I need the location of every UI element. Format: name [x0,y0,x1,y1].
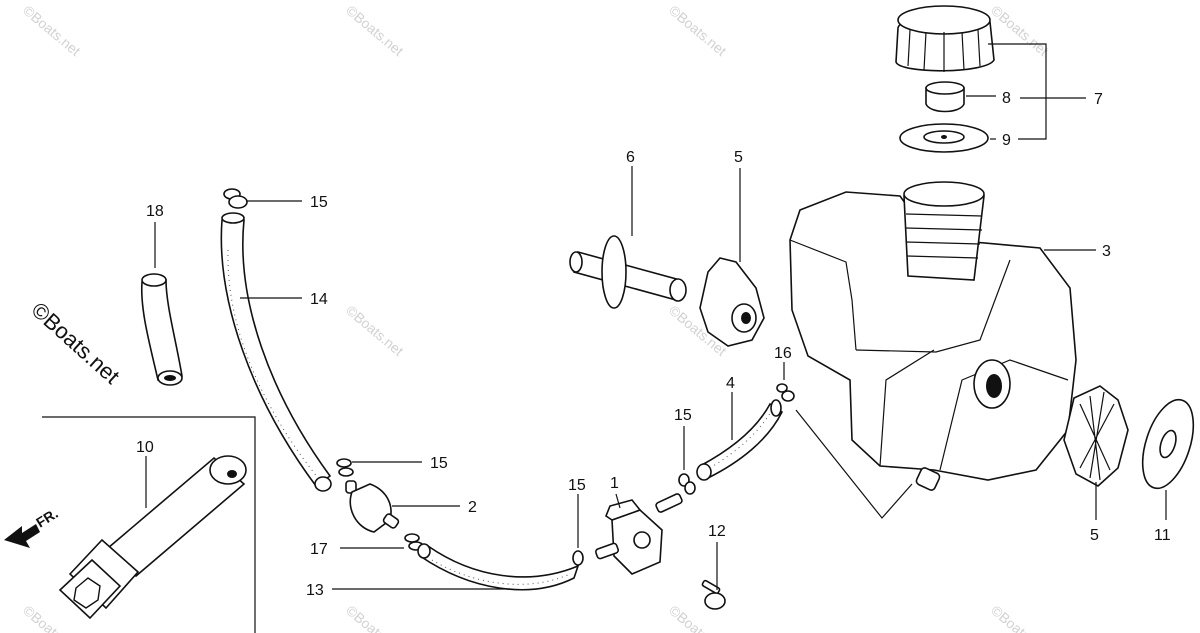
watermark-9: ©Boats.net [343,602,407,633]
clip-15-filter [336,458,354,477]
part-1-fuel-valve [594,493,683,575]
clip-15-top [223,188,248,209]
watermark-5: ©Boats.net [343,302,407,359]
part-3-tank [789,181,1077,491]
callout-15-hose4: 15 [674,407,692,424]
callout-7: 7 [1094,91,1103,108]
watermark-8: ©Boats.net [20,602,84,633]
clip-15-valve [572,550,584,566]
front-arrow: FR. [4,505,61,548]
part-4-hose [696,399,784,481]
part-7-cap [895,5,995,72]
watermark-4: ©Boats.net [988,2,1052,59]
part-11-washer [1141,398,1195,490]
leader-lines [145,43,1167,590]
outlet-leader [795,409,913,519]
callout-6: 6 [626,149,635,166]
part-5-cap-right [1063,385,1129,487]
callout-18: 18 [146,203,164,220]
callout-12: 12 [708,523,726,540]
brand-watermark: ©Boats.net [27,297,125,389]
part-2-filter [345,480,400,533]
part-12-bolt [701,579,726,610]
part-13-hose [417,543,580,591]
callout-5-mid: 5 [734,149,743,166]
callout-17: 17 [310,541,328,558]
callout-13: 13 [306,582,324,599]
watermark-2: ©Boats.net [343,2,407,59]
part-6-pipe [569,235,687,309]
part-16-clip [776,383,795,402]
part-14-hose [220,212,332,492]
callout-15-valve: 15 [568,477,586,494]
clip-15-hose4 [678,473,696,495]
callout-2: 2 [468,499,477,516]
callout-4: 4 [726,375,735,392]
callout-1: 1 [610,475,619,492]
callout-10: 10 [136,439,154,456]
watermark-3: ©Boats.net [666,2,730,59]
callout-5-right: 5 [1090,527,1099,544]
callout-11: 11 [1154,527,1171,544]
watermark-11: ©Boats.net [988,602,1052,633]
watermark-1: ©Boats.net [20,2,84,59]
part-9-washer [899,123,989,153]
callout-16: 16 [774,345,792,362]
part-8-filter [925,81,965,113]
callout-15-filter: 15 [430,455,448,472]
callout-8: 8 [1002,90,1011,107]
callout-9: 9 [1002,132,1011,149]
callout-14: 14 [310,291,328,308]
callouts: 1 2 3 4 5 5 6 7 8 9 10 11 12 13 14 15 15… [136,90,1171,599]
callout-15-top: 15 [310,194,328,211]
tool-box-border [42,416,256,633]
part-10-tool [58,455,247,620]
callout-3: 3 [1102,243,1111,260]
part-5-cap-mid [699,257,765,347]
part-18-hose [140,273,183,386]
